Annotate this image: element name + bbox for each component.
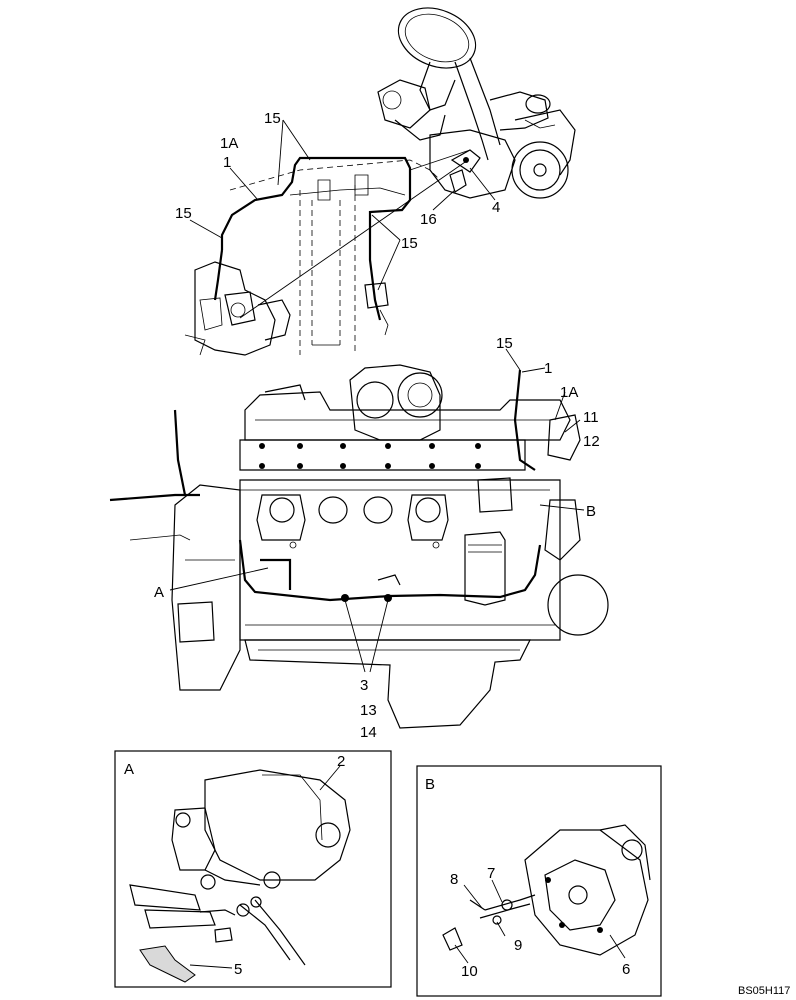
callout-13: 13	[360, 702, 377, 719]
callout-11: 11	[583, 409, 599, 426]
cables-detail-a	[129, 884, 306, 983]
alternator	[524, 824, 651, 956]
detail-a-label: A	[124, 761, 134, 778]
harness-top-route	[213, 149, 471, 321]
front-pulley	[544, 414, 609, 636]
callout-B: B	[586, 503, 596, 520]
callout-9: 9	[514, 937, 522, 954]
callout-1-top: 1	[223, 154, 231, 171]
callout-1A-top: 1A	[220, 135, 238, 152]
starter-motor	[171, 769, 351, 890]
harness-lower-route	[109, 369, 542, 602]
callout-15-mid: 15	[496, 335, 513, 352]
callout-7: 7	[487, 865, 495, 882]
starter-area-top	[184, 261, 389, 356]
turbocharger	[349, 364, 443, 441]
reference-code: BS05H117	[738, 985, 790, 997]
callout-14: 14	[360, 724, 377, 741]
detail-b-leaders	[454, 879, 626, 964]
callout-15-top-right: 15	[401, 235, 418, 252]
callout-15-top-left: 15	[264, 110, 281, 127]
oil-filter	[464, 531, 506, 606]
detail-a-leaders	[189, 765, 341, 969]
detail-a-box	[114, 750, 392, 988]
callout-A: A	[154, 584, 164, 601]
detail-b-box	[416, 765, 662, 997]
callout-4: 4	[492, 199, 500, 216]
engine-side-view	[109, 348, 609, 729]
callout-10: 10	[461, 963, 478, 980]
callout-16: 16	[420, 211, 437, 228]
engine-front-top	[377, 79, 576, 199]
flywheel-housing	[171, 484, 241, 691]
callout-2: 2	[337, 753, 345, 770]
callout-15-top-mid: 15	[175, 205, 192, 222]
callout-labels: 15 1A 1 15 15 16 4 15 1 1A 11 12 B A 3 1…	[124, 110, 790, 997]
valve-cover	[239, 384, 571, 471]
detail-b-label: B	[425, 776, 435, 793]
callout-1A-mid: 1A	[560, 384, 578, 401]
callout-12: 12	[583, 433, 600, 450]
callout-5: 5	[234, 961, 242, 978]
callout-3: 3	[360, 677, 368, 694]
top-harness-view	[184, 7, 576, 356]
callout-1-mid: 1	[544, 360, 552, 377]
valve-cover-outline	[229, 159, 441, 355]
callout-8: 8	[450, 871, 458, 888]
callout-6: 6	[622, 961, 630, 978]
top-leaders	[189, 119, 496, 319]
side-leaders	[169, 348, 585, 673]
terminal-hardware-b	[442, 894, 536, 951]
oil-pan	[244, 639, 531, 729]
air-intake-assembly	[397, 7, 551, 161]
